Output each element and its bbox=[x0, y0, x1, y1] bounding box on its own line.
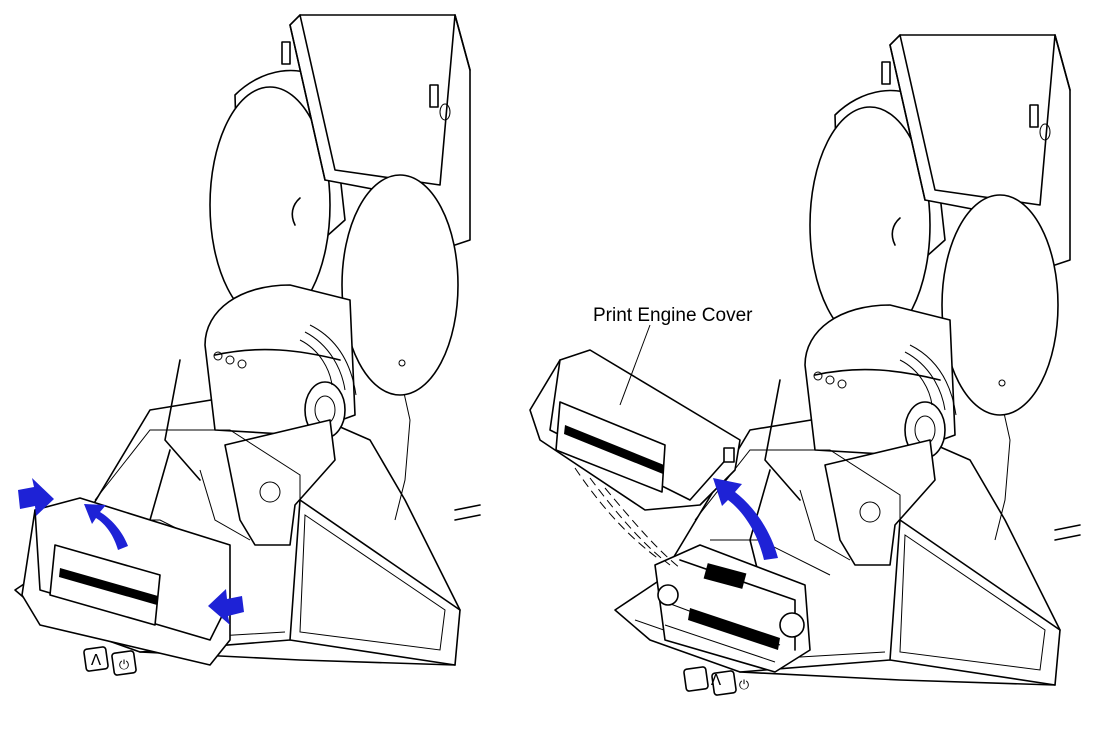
printer-right: Λ ⏻ bbox=[614, 34, 1081, 697]
print-engine-cover-installed bbox=[21, 497, 231, 666]
print-engine-cover-removed bbox=[529, 349, 741, 511]
power-button-symbol-right: ⏻ bbox=[739, 678, 749, 693]
feed-button-symbol-right: Λ bbox=[711, 671, 722, 689]
squeeze-arrow-left bbox=[18, 478, 54, 516]
squeeze-arrows bbox=[18, 478, 244, 625]
squeeze-arrow-right bbox=[208, 589, 244, 625]
printer-left: Λ ⏻ bbox=[14, 14, 481, 677]
power-button-symbol: ⏻ bbox=[119, 658, 129, 673]
print-engine-cover-label: Print Engine Cover bbox=[593, 305, 753, 326]
feed-button-symbol: Λ bbox=[91, 651, 102, 669]
tilt-arrow-left bbox=[84, 504, 128, 550]
lift-arrow-right bbox=[713, 478, 778, 560]
removal-path-lines bbox=[574, 467, 681, 569]
print-engine-cover-callout: Print Engine Cover bbox=[593, 305, 753, 406]
print-engine bbox=[654, 544, 811, 673]
